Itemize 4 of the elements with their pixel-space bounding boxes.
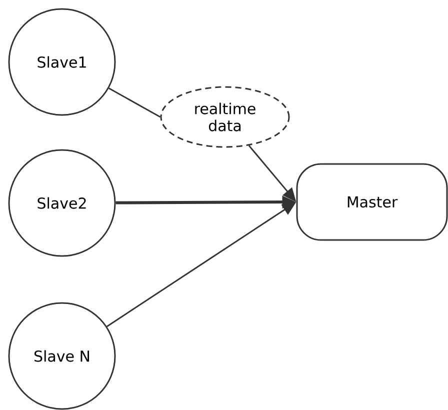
circle-node: Slave N [8,302,116,410]
rounded-box: Master [296,163,448,241]
circle-node: Slave1 [8,8,116,116]
circle-node: Slave2 [8,149,116,257]
